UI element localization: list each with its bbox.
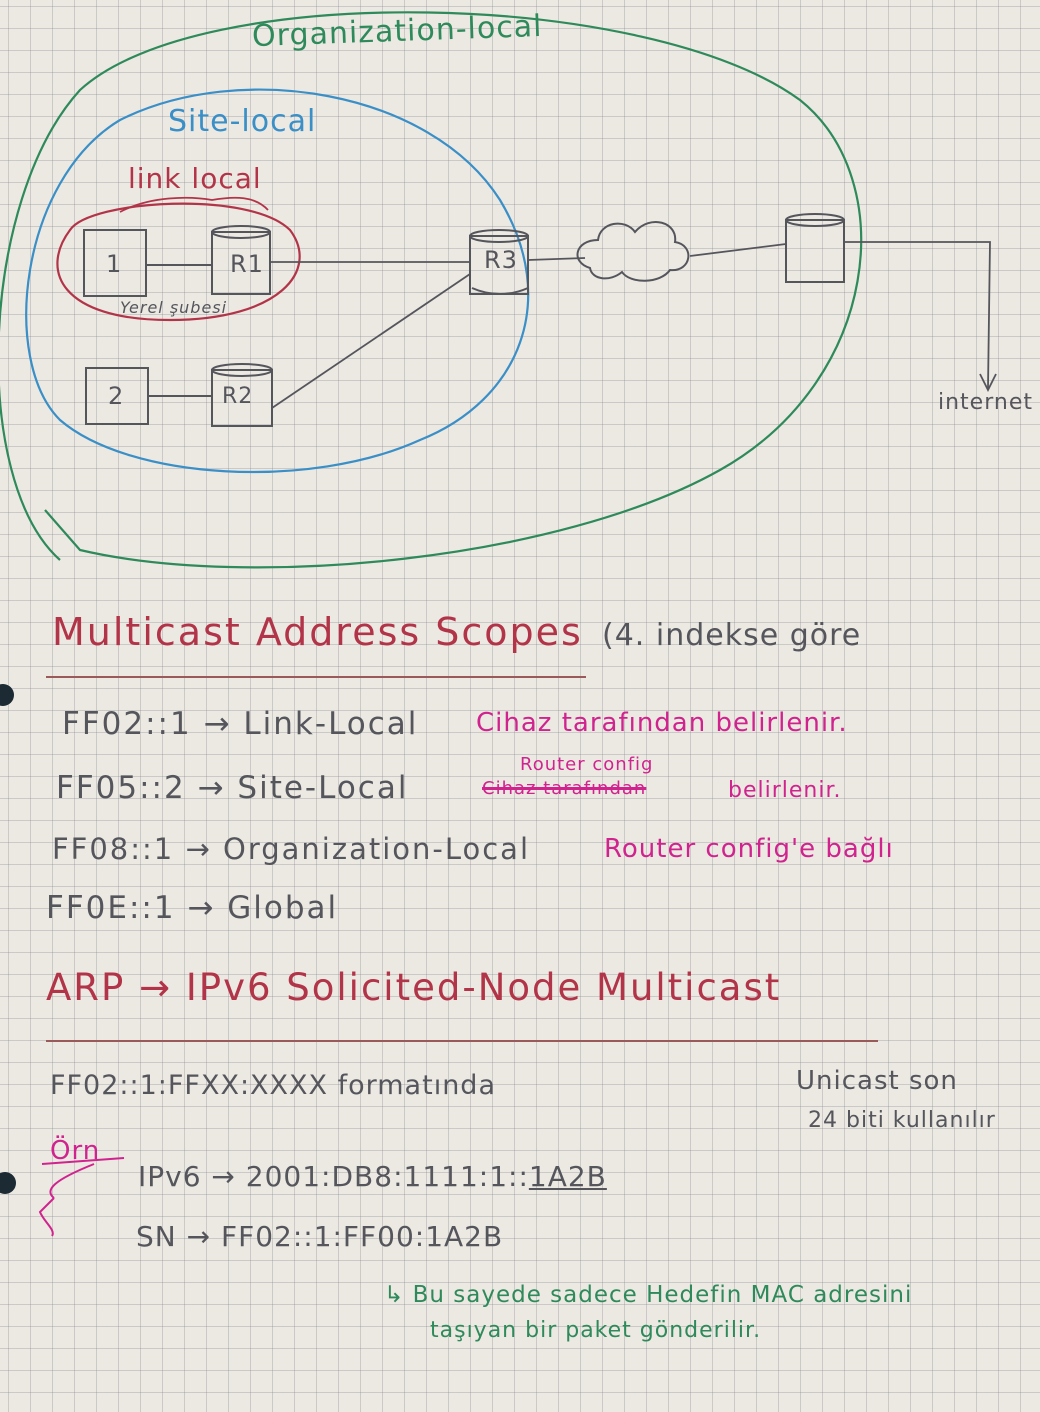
example-bracket-icon bbox=[38, 1157, 125, 1237]
solicited-node-example: SN → FF02::1:FF00:1A2B bbox=[136, 1220, 504, 1253]
punch-hole-bottom bbox=[0, 1172, 16, 1194]
scope-row-site-local: FF05::2 → Site-Local bbox=[56, 770, 409, 806]
arrow-down-icon bbox=[979, 373, 997, 393]
punch-hole-top bbox=[0, 684, 14, 706]
site-local-boundary bbox=[25, 88, 530, 474]
local-branch-label: Yerel şubesi bbox=[120, 298, 228, 317]
scope-row-site-local-note: belirlenir. bbox=[728, 778, 842, 803]
solicited-node-format: FF02::1:FFXX:XXXX formatında bbox=[50, 1070, 496, 1101]
explanation-line-1: ↳ Bu sayede sadece Hedefin MAC adresini bbox=[384, 1282, 913, 1308]
router-2-label: R2 bbox=[222, 384, 254, 409]
pc-1-box bbox=[83, 229, 147, 297]
router-3-label: R3 bbox=[484, 246, 518, 274]
scope-row-global: FF0E::1 → Global bbox=[46, 890, 339, 926]
multicast-scopes-note: (4. indekse göre bbox=[602, 618, 862, 653]
router-1-icon bbox=[211, 225, 271, 295]
scope-row-site-local-strike: Cihaz tarafından bbox=[482, 778, 647, 799]
link-local-brace bbox=[119, 196, 269, 213]
router-2-icon bbox=[211, 363, 273, 427]
solicited-node-underline bbox=[46, 1040, 878, 1042]
pc-1-label: 1 bbox=[106, 250, 123, 278]
internet-label: internet bbox=[938, 390, 1033, 415]
link-edge-internet bbox=[844, 241, 991, 389]
ipv6-example-suffix: 1A2B bbox=[528, 1160, 607, 1193]
multicast-scopes-heading: Multicast Address Scopes bbox=[52, 610, 583, 654]
link-local-label: link local bbox=[128, 162, 262, 195]
pc-2-label: 2 bbox=[108, 382, 125, 410]
ipv6-example: IPv6 → 2001:DB8:1111:1::1A2B bbox=[138, 1160, 607, 1193]
site-local-label: Site-local bbox=[168, 104, 317, 139]
router-1-label: R1 bbox=[230, 250, 264, 278]
link-r2-r3 bbox=[271, 273, 471, 409]
multicast-scopes-underline bbox=[46, 676, 586, 678]
edge-router-icon bbox=[785, 213, 845, 283]
organization-local-boundary bbox=[0, 11, 863, 569]
scope-diagram bbox=[0, 11, 997, 569]
ipv6-example-prefix: IPv6 → 2001:DB8:1111:1:: bbox=[138, 1160, 529, 1193]
scope-row-site-local-above: Router config bbox=[520, 754, 654, 775]
link-r3-cloud bbox=[527, 257, 586, 261]
side-note-line-2: 24 biti kullanılır bbox=[808, 1108, 996, 1133]
cloud-icon bbox=[576, 221, 690, 282]
router-3-icon bbox=[469, 229, 529, 295]
link-local-boundary bbox=[56, 202, 301, 322]
link-cloud-edge bbox=[689, 243, 787, 257]
scope-row-link-local-note: Cihaz tarafından belirlenir. bbox=[476, 708, 848, 738]
scope-row-link-local: FF02::1 → Link-Local bbox=[62, 706, 419, 742]
side-note-line-1: Unicast son bbox=[796, 1066, 958, 1096]
explanation-line-2: taşıyan bir paket gönderilir. bbox=[430, 1318, 762, 1343]
solicited-node-heading: ARP → IPv6 Solicited-Node Multicast bbox=[46, 966, 782, 1009]
scope-row-organization-local: FF08::1 → Organization-Local bbox=[52, 832, 531, 866]
scope-row-organization-local-note: Router config'e bağlı bbox=[604, 834, 894, 864]
